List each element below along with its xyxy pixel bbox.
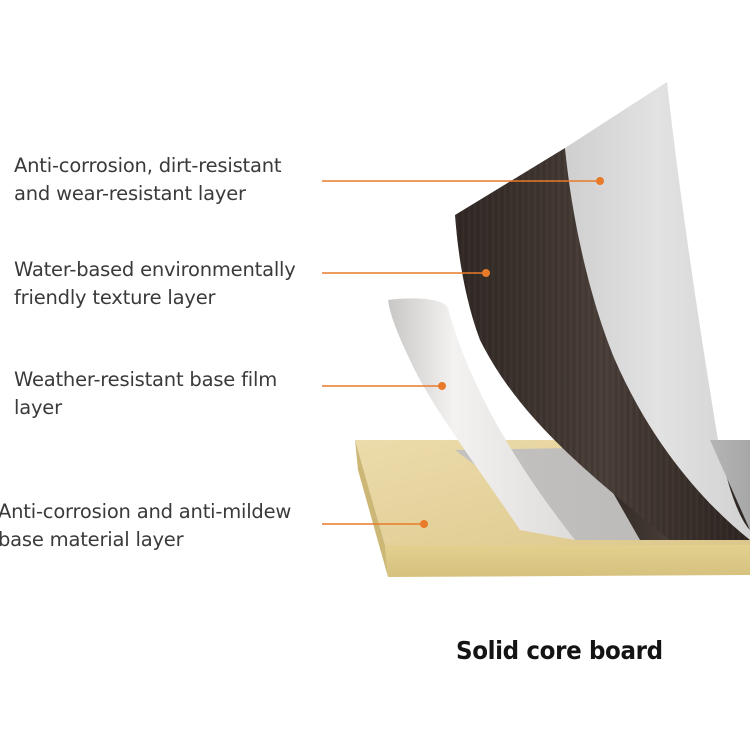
base-film-curl — [388, 298, 575, 540]
leader-lines — [322, 177, 604, 528]
leader-dot-1 — [596, 177, 604, 185]
diagram-caption: Solid core board — [456, 636, 663, 665]
core-board-front — [385, 545, 750, 577]
core-board-side — [355, 440, 388, 577]
base-material-layer-label-line-2: base material layer — [0, 528, 184, 551]
base-material-layer-label: Anti-corrosion and anti-mildew base mate… — [0, 498, 291, 554]
wear-layer-label-line-1: Anti-corrosion, dirt-resistant — [14, 154, 282, 177]
texture-layer-label: Water-based environmentally friendly tex… — [14, 256, 296, 312]
wear-flat — [710, 440, 750, 530]
leader-dot-4 — [420, 520, 428, 528]
wear-layer — [565, 82, 750, 540]
leader-dot-3 — [438, 382, 446, 390]
base-film-layer-label-line-2: layer — [14, 396, 62, 419]
leader-dot-2 — [482, 269, 490, 277]
wear-layer-label: Anti-corrosion, dirt-resistant and wear-… — [14, 152, 282, 208]
texture-grain — [455, 148, 750, 540]
base-film-layer-label: Weather-resistant base film layer — [14, 366, 277, 422]
base-film-layer-label-line-1: Weather-resistant base film — [14, 368, 277, 391]
texture-layer-label-line-1: Water-based environmentally — [14, 258, 296, 281]
texture-layer-label-line-2: friendly texture layer — [14, 286, 216, 309]
wear-layer-label-line-2: and wear-resistant layer — [14, 182, 246, 205]
wear-curl — [565, 82, 750, 540]
base-material-layer-label-line-1: Anti-corrosion and anti-mildew — [0, 500, 292, 523]
